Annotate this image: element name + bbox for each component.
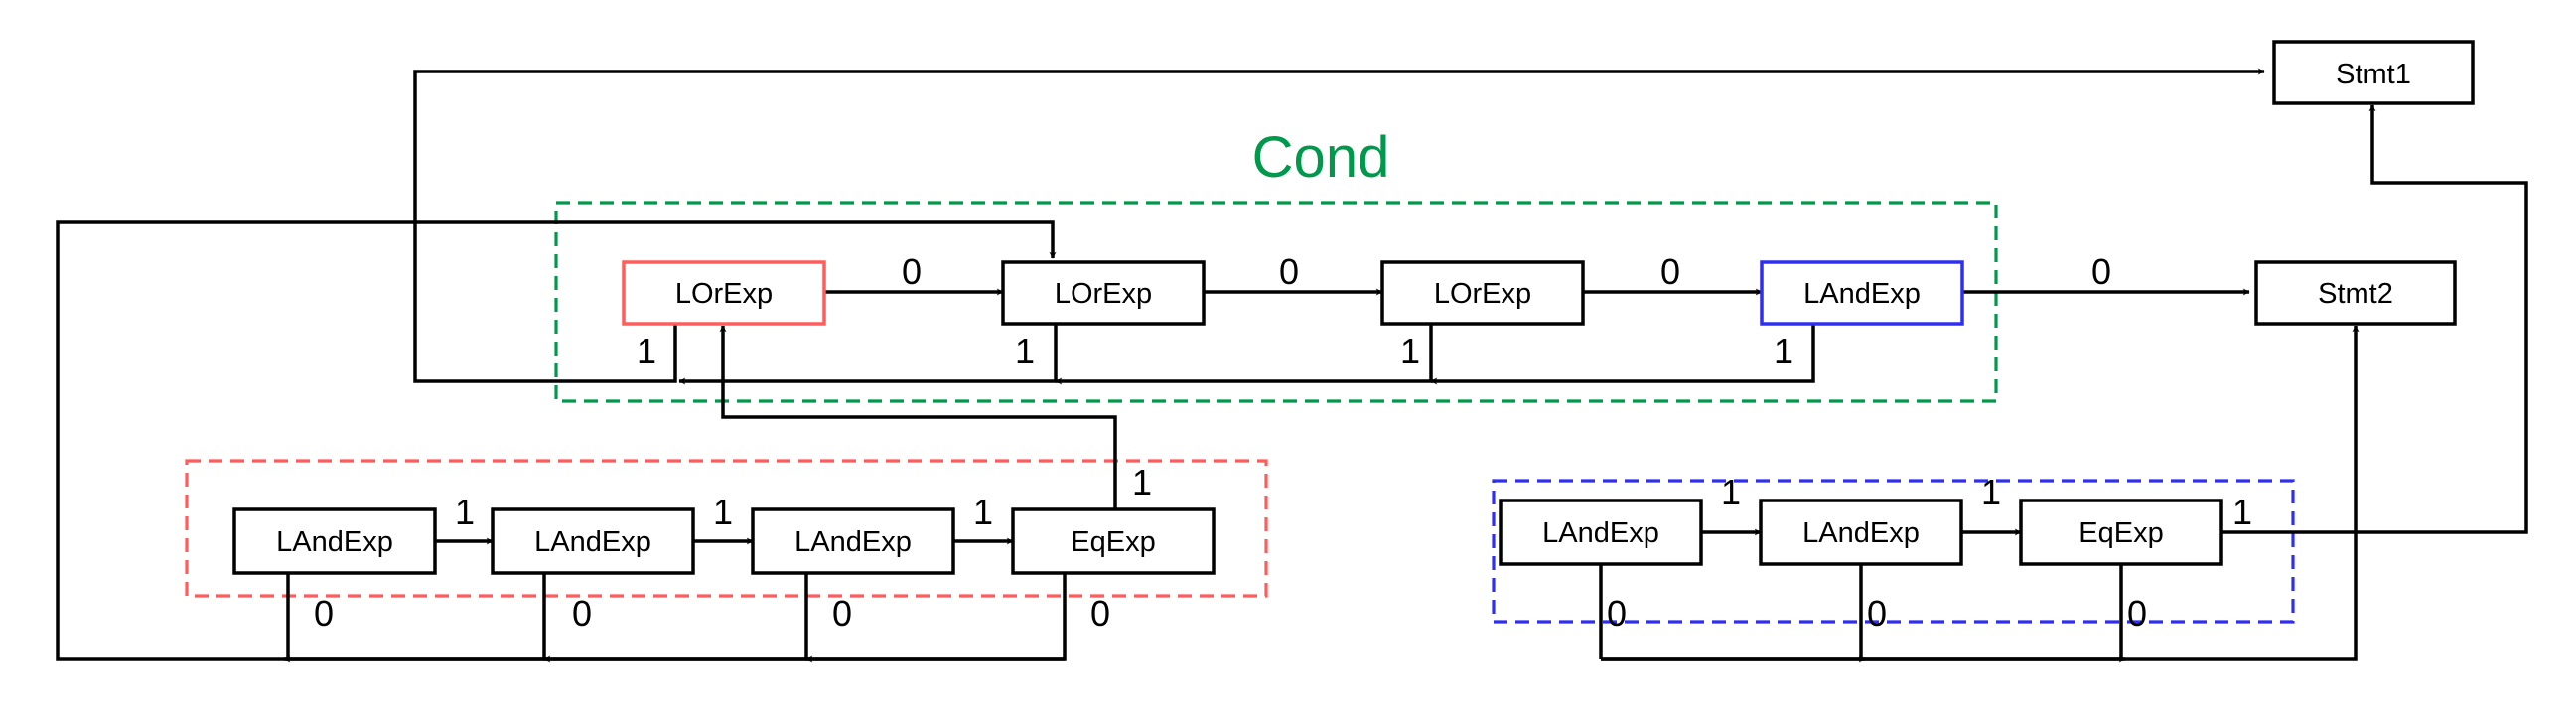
node-red-eq-box <box>1011 507 1216 575</box>
node-stmt2[interactable]: Stmt2 <box>2254 260 2457 326</box>
node-land-top-label: LAndExp <box>1803 278 1921 310</box>
label-landtop-true: 1 <box>1774 331 1793 371</box>
edge-blue-eq-true-to-stmt1 <box>2221 104 2528 534</box>
cond-group-title: Cond <box>1252 125 1390 190</box>
node-lor2-label: LOrExp <box>1055 278 1152 310</box>
edge-labels: 0 0 0 0 1 1 1 1 1 1 1 1 0 0 0 0 1 1 1 0 … <box>314 251 2252 634</box>
label-blue-eq-true: 1 <box>2232 492 2252 532</box>
node-red-land2-label: LAndExp <box>534 526 651 558</box>
node-lor1-label: LOrExp <box>675 278 773 310</box>
red-group-box <box>185 459 1268 598</box>
label-blue-eq-false: 0 <box>2127 593 2147 634</box>
node-lor2[interactable]: LOrExp <box>1001 260 1206 326</box>
node-red-land1-box <box>232 507 437 575</box>
blue-group-box <box>1492 479 2295 624</box>
label-red-land3-false: 0 <box>832 593 852 634</box>
node-red-land1[interactable]: LAndExp <box>232 507 437 575</box>
edge-lor1-true-to-stmt1 <box>413 68 2265 383</box>
edge-landtop-true <box>1430 324 1815 385</box>
node-stmt1-label: Stmt1 <box>2336 59 2411 90</box>
label-red-land1-false: 0 <box>314 593 334 634</box>
label-lor1-lor2: 0 <box>902 251 922 292</box>
node-lor2-box <box>1001 260 1206 326</box>
edge-lor3-true <box>1055 324 1433 385</box>
label-blue-1-2: 1 <box>1721 472 1741 512</box>
label-blue-land2-false: 0 <box>1867 593 1887 634</box>
edge-red-eq-false <box>805 573 1067 663</box>
node-red-land2-box <box>491 507 695 575</box>
cond-group-box <box>554 201 1998 403</box>
label-lor1-true: 1 <box>637 331 656 371</box>
label-lor3-landtop: 0 <box>1660 251 1680 292</box>
label-lor3-true: 1 <box>1400 331 1420 371</box>
node-red-land3-label: LAndExp <box>794 526 912 558</box>
label-lor2-true: 1 <box>1015 331 1035 371</box>
node-lor3-box <box>1380 260 1585 326</box>
node-stmt1-box <box>2272 40 2475 105</box>
node-lor3-label: LOrExp <box>1434 278 1531 310</box>
node-blue-land2[interactable]: LAndExp <box>1759 499 1963 566</box>
node-blue-eq-box <box>2019 499 2223 566</box>
node-lor1-box <box>622 260 826 326</box>
label-red-land2-false: 0 <box>572 593 592 634</box>
node-blue-eq[interactable]: EqExp <box>2019 499 2223 566</box>
node-blue-land1[interactable]: LAndExp <box>1499 499 1703 566</box>
node-red-land2[interactable]: LAndExp <box>491 507 695 575</box>
label-red-3-eq: 1 <box>973 492 993 532</box>
edge-red-land2-false <box>283 573 546 663</box>
label-red-eq-false: 0 <box>1090 593 1110 634</box>
node-land-top-box <box>1760 260 1964 326</box>
edge-red-eq-true <box>719 325 1117 509</box>
node-blue-land2-box <box>1759 499 1963 566</box>
node-blue-eq-label: EqExp <box>2078 517 2163 549</box>
node-blue-land2-label: LAndExp <box>1802 517 1920 549</box>
label-blue-land1-false: 0 <box>1607 593 1627 634</box>
node-stmt2-label: Stmt2 <box>2318 278 2393 310</box>
node-red-eq-label: EqExp <box>1071 526 1155 558</box>
node-land-top[interactable]: LAndExp <box>1760 260 1964 326</box>
node-lor1[interactable]: LOrExp <box>622 260 826 326</box>
node-stmt1[interactable]: Stmt1 <box>2272 40 2475 105</box>
node-red-land3-box <box>751 507 955 575</box>
node-stmt2-box <box>2254 260 2457 326</box>
node-red-land3[interactable]: LAndExp <box>751 507 955 575</box>
label-red-2-3: 1 <box>713 492 733 532</box>
node-red-land1-label: LAndExp <box>276 526 393 558</box>
label-red-1-2: 1 <box>455 492 475 532</box>
node-blue-land1-label: LAndExp <box>1542 517 1659 549</box>
label-red-eq-true: 1 <box>1132 462 1152 502</box>
node-blue-land1-box <box>1499 499 1703 566</box>
node-red-eq[interactable]: EqExp <box>1011 507 1216 575</box>
node-lor3[interactable]: LOrExp <box>1380 260 1585 326</box>
label-landtop-stmt2: 0 <box>2091 251 2111 292</box>
edge-red-land3-false <box>543 573 808 663</box>
edge-lor2-true <box>678 324 1058 385</box>
label-lor2-lor3: 0 <box>1279 251 1299 292</box>
edges <box>56 68 2528 663</box>
label-blue-2-eq: 1 <box>1981 472 2001 512</box>
